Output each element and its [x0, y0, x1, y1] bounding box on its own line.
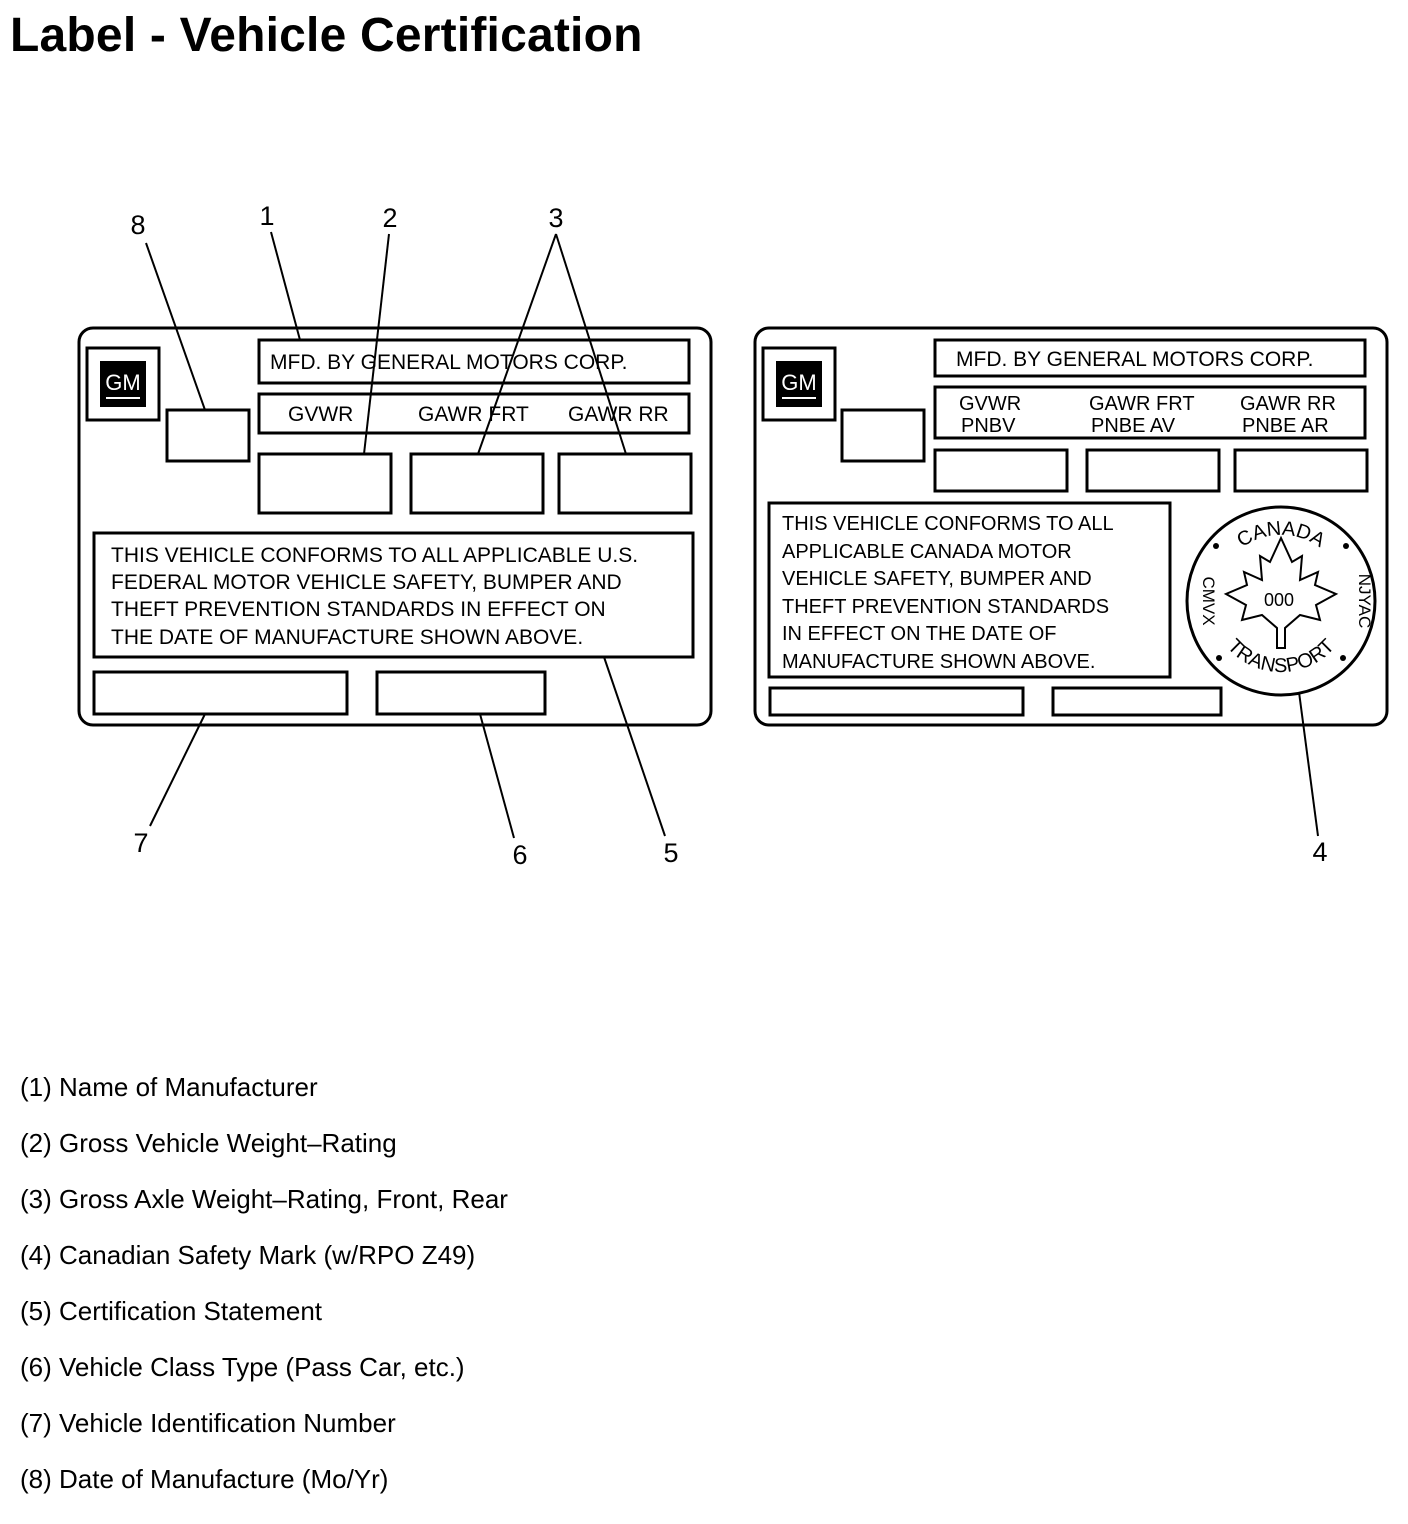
us-gvwr-label: GVWR: [288, 403, 353, 426]
us-date-of-manufacture-box: [165, 408, 251, 463]
canada-manufacturer-box: [933, 338, 1367, 378]
legend-item: (6) Vehicle Class Type (Pass Car, etc.): [20, 1352, 465, 1382]
leader-line-4: [1298, 691, 1319, 837]
leader-line-5: [603, 656, 666, 837]
us-vehicle-class-box: [375, 670, 547, 716]
canada-vin-box: [768, 686, 1025, 717]
callout-numbers: 8 1 2 3 7 6 5 4: [130, 201, 1327, 870]
leader-line-8: [145, 242, 206, 411]
leader-line-3a: [477, 233, 557, 455]
us-statement-line: THE DATE OF MANUFACTURE SHOWN ABOVE.: [111, 626, 583, 649]
leader-line-2: [363, 233, 390, 455]
us-gvwr-value-box: [257, 452, 393, 515]
leader-line-3b: [555, 233, 627, 455]
canada-ratings-header-box: [933, 385, 1367, 440]
canada-statement-line: THEFT PREVENTION STANDARDS: [782, 596, 1109, 618]
canada-statement-line: VEHICLE SAFETY, BUMPER AND: [782, 568, 1092, 590]
legend-item: (3) Gross Axle Weight–Rating, Front, Rea…: [20, 1184, 508, 1214]
callout-3: 3: [548, 203, 563, 233]
maple-leaf-icon: [1223, 535, 1339, 649]
us-gm-logo: GM: [85, 346, 161, 422]
us-gawr-front-value-box: [409, 452, 545, 515]
canada-gvwr-label: GVWR: [959, 393, 1021, 415]
callout-5: 5: [663, 838, 678, 868]
callout-leader-lines: [145, 231, 1319, 839]
canadian-safety-mark-seal: CANADA TRANSPORT CMVX NJYAC 000: [1185, 505, 1377, 697]
us-gawr-rear-label: GAWR RR: [568, 403, 669, 426]
us-manufacturer-box: [257, 338, 691, 385]
seal-center-number: 000: [1264, 590, 1294, 610]
callout-1: 1: [259, 201, 274, 231]
canada-gm-logo: GM: [761, 346, 837, 422]
canada-manufacturer-text: MFD. BY GENERAL MOTORS CORP.: [956, 348, 1313, 371]
us-gawr-rear-value-box: [557, 452, 693, 515]
us-vin-box: [92, 670, 349, 716]
legend-item: (1) Name of Manufacturer: [20, 1072, 318, 1102]
canada-certification-statement-box: [767, 501, 1172, 679]
callout-8: 8: [130, 210, 145, 240]
canada-pnbe-ar-label: PNBE AR: [1242, 415, 1329, 437]
canada-statement-line: IN EFFECT ON THE DATE OF: [782, 623, 1056, 645]
canada-pnbv-label: PNBV: [961, 415, 1016, 437]
seal-left-text: CMVX: [1199, 576, 1218, 625]
callout-7: 7: [133, 828, 148, 858]
legend-item: (8) Date of Manufacture (Mo/Yr): [20, 1464, 389, 1494]
us-certification-statement-box: [92, 531, 695, 659]
callout-4: 4: [1312, 837, 1327, 867]
canada-pnbe-av-label: PNBE AV: [1091, 415, 1176, 437]
canada-statement-line: THIS VEHICLE CONFORMS TO ALL: [782, 513, 1114, 535]
callout-2: 2: [382, 203, 397, 233]
callout-6: 6: [512, 840, 527, 870]
leader-line-6: [479, 713, 515, 839]
us-manufacturer-text: MFD. BY GENERAL MOTORS CORP.: [270, 351, 627, 374]
us-statement-line: THIS VEHICLE CONFORMS TO ALL APPLICABLE …: [111, 544, 638, 567]
canada-gawr-front-value-box: [1085, 448, 1221, 493]
canada-gawr-rear-value-box: [1233, 448, 1369, 493]
legend-list: (1) Name of Manufacturer (2) Gross Vehic…: [20, 1064, 508, 1512]
canada-label: GM MFD. BY GENERAL MOTORS CORP. GVWR PNB…: [753, 326, 1389, 727]
us-statement-line: FEDERAL MOTOR VEHICLE SAFETY, BUMPER AND: [111, 571, 622, 594]
canada-gvwr-value-box: [933, 448, 1069, 493]
us-statement-line: THEFT PREVENTION STANDARDS IN EFFECT ON: [111, 598, 606, 621]
canada-statement-line: MANUFACTURE SHOWN ABOVE.: [782, 651, 1095, 673]
leader-line-7: [149, 713, 206, 827]
canada-gawr-front-label: GAWR FRT: [1089, 393, 1195, 415]
page-title: Label - Vehicle Certification: [10, 9, 643, 62]
us-label-outline: [77, 326, 713, 727]
legend-item: (4) Canadian Safety Mark (w/RPO Z49): [20, 1240, 476, 1270]
certification-label-diagram: GM MFD. BY GENERAL MOTORS CORP. GVWR GAW…: [77, 201, 1389, 870]
us-label: GM MFD. BY GENERAL MOTORS CORP. GVWR GAW…: [77, 326, 713, 727]
leader-line-1: [270, 231, 301, 341]
legend-item: (7) Vehicle Identification Number: [20, 1408, 396, 1438]
seal-right-text: NJYAC: [1355, 574, 1374, 628]
canada-gawr-rear-label: GAWR RR: [1240, 393, 1336, 415]
canada-vehicle-class-box: [1051, 686, 1223, 717]
svg-text:GM: GM: [105, 370, 140, 395]
us-gawr-front-label: GAWR FRT: [418, 403, 529, 426]
canada-statement-line: APPLICABLE CANADA MOTOR: [782, 541, 1072, 563]
legend-item: (2) Gross Vehicle Weight–Rating: [20, 1128, 397, 1158]
legend-item: (5) Certification Statement: [20, 1296, 323, 1326]
canada-date-of-manufacture-box: [840, 408, 926, 463]
svg-text:GM: GM: [781, 370, 816, 395]
